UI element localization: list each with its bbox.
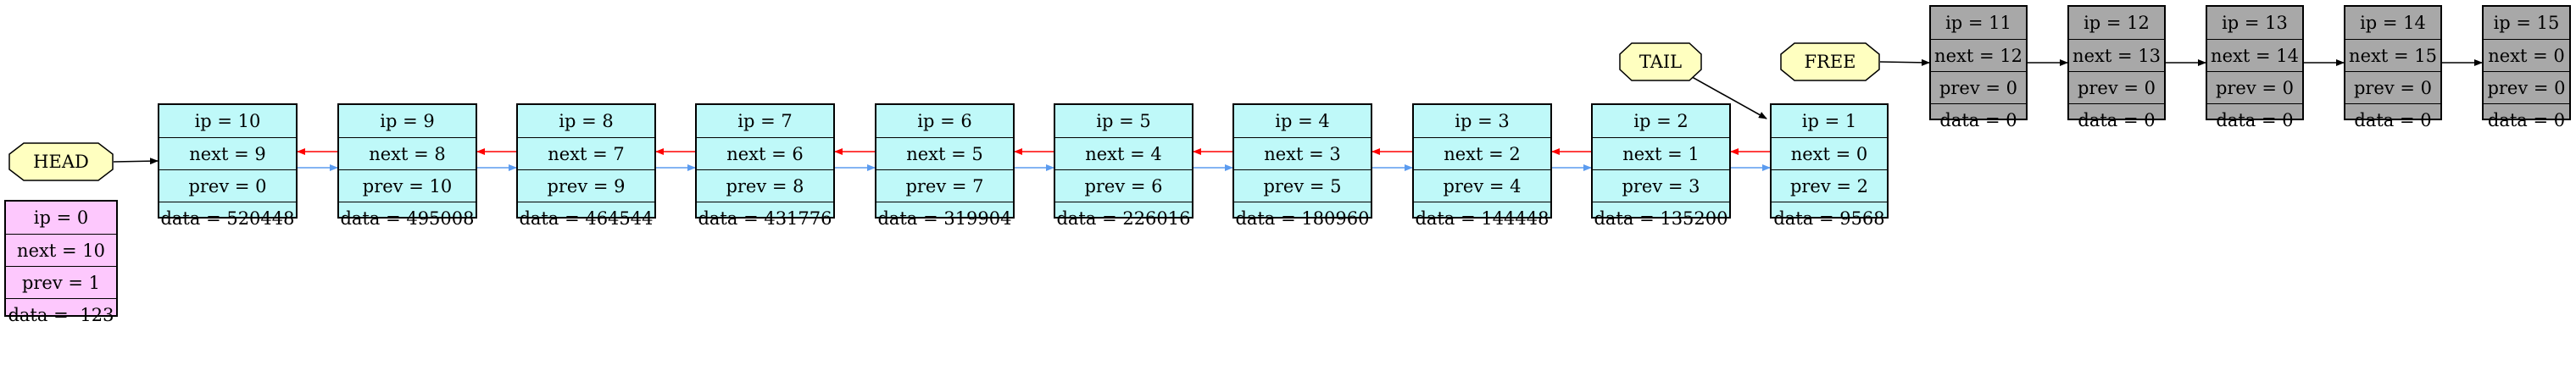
free-node-ip-12: ip = 12 next = 13 prev = 0 data = 0 (2067, 5, 2166, 130)
node-prev-field: prev = 0 (2345, 71, 2440, 103)
node-prev-field: prev = 7 (876, 169, 1013, 202)
list-node-ip-7: ip = 7 next = 6 prev = 8 data = 431776 (695, 103, 835, 229)
node-next-field: next = 5 (876, 137, 1013, 169)
node-prev-field: prev = 4 (1414, 169, 1550, 202)
node-ip-field: ip = 6 (917, 111, 972, 131)
tail-label: TAIL (1619, 42, 1702, 81)
node-next-field: next = 0 (2484, 39, 2569, 71)
null-node-prev: prev = 1 (6, 266, 116, 298)
node-next-field: next = 1 (1593, 137, 1729, 169)
node-ip-field: ip = 8 (559, 111, 614, 131)
node-ip-field: ip = 3 (1455, 111, 1510, 131)
free-node-ip-11: ip = 11 next = 12 prev = 0 data = 0 (1929, 5, 2028, 130)
node-data-field: data = 226016 (1055, 202, 1192, 234)
null-node-data: data = -123 (6, 298, 116, 330)
node-ip-field: ip = 4 (1275, 111, 1330, 131)
tail-octagon-shape (1619, 42, 1702, 81)
node-data-field: data = 135200 (1593, 202, 1729, 234)
head-label-text: HEAD (33, 152, 89, 172)
node-data-field: data = 319904 (876, 202, 1013, 234)
node-ip-field: ip = 5 (1096, 111, 1151, 131)
tail-label-text: TAIL (1639, 52, 1683, 72)
node-ip-field: ip = 1 (1801, 111, 1857, 131)
node-prev-field: prev = 0 (2484, 71, 2569, 103)
node-next-field: next = 9 (159, 137, 296, 169)
free-label: FREE (1780, 42, 1880, 81)
free-pointer-edge (1879, 58, 1930, 66)
list-node-ip-9: ip = 9 next = 8 prev = 10 data = 495008 (337, 103, 477, 229)
node-prev-field: prev = 6 (1055, 169, 1192, 202)
node-prev-field: prev = 0 (2069, 71, 2164, 103)
node-ip-field: ip = 7 (737, 111, 793, 131)
node-data-field: data = 0 (2207, 103, 2302, 136)
head-pointer-edge (113, 158, 159, 165)
node-data-field: data = 0 (2345, 103, 2440, 136)
head-octagon-shape (8, 142, 114, 181)
null-node-ip: ip = 0 (33, 208, 89, 228)
node-data-field: data = 0 (2484, 103, 2569, 136)
free-node-ip-15: ip = 15 next = 0 prev = 0 data = 0 (2482, 5, 2571, 130)
list-node-ip-10: ip = 10 next = 9 prev = 0 data = 520448 (158, 103, 298, 229)
node-next-field: next = 8 (339, 137, 476, 169)
free-octagon-shape (1780, 42, 1880, 81)
head-label: HEAD (8, 142, 114, 181)
list-node-ip-3: ip = 3 next = 2 prev = 4 data = 144448 (1412, 103, 1552, 229)
list-node-ip-4: ip = 4 next = 3 prev = 5 data = 180960 (1232, 103, 1372, 229)
node-data-field: data = 180960 (1234, 202, 1371, 234)
node-data-field: data = 0 (2069, 103, 2164, 136)
node-next-field: next = 0 (1772, 137, 1887, 169)
node-next-field: next = 2 (1414, 137, 1550, 169)
list-node-ip-8: ip = 8 next = 7 prev = 9 data = 464544 (516, 103, 656, 229)
tail-pointer-edge (1686, 74, 1767, 119)
node-ip-field: ip = 14 (2360, 13, 2426, 33)
node-data-field: data = 9568 (1772, 202, 1887, 234)
list-node-ip-1: ip = 1 next = 0 prev = 2 data = 9568 (1770, 103, 1889, 229)
node-ip-field: ip = 12 (2084, 13, 2150, 33)
node-prev-field: prev = 8 (697, 169, 833, 202)
node-prev-field: prev = 2 (1772, 169, 1887, 202)
list-node-ip-5: ip = 5 next = 4 prev = 6 data = 226016 (1054, 103, 1193, 229)
free-node-ip-13: ip = 13 next = 14 prev = 0 data = 0 (2206, 5, 2304, 130)
node-data-field: data = 144448 (1414, 202, 1550, 234)
node-data-field: data = 520448 (159, 202, 296, 234)
node-data-field: data = 495008 (339, 202, 476, 234)
list-node-ip-6: ip = 6 next = 5 prev = 7 data = 319904 (875, 103, 1015, 229)
node-prev-field: prev = 5 (1234, 169, 1371, 202)
node-ip-field: ip = 10 (194, 111, 261, 131)
null-node: ip = 0 next = 10 prev = 1 data = -123 (4, 200, 118, 325)
free-node-ip-14: ip = 14 next = 15 prev = 0 data = 0 (2344, 5, 2442, 130)
node-data-field: data = 0 (1931, 103, 2026, 136)
node-prev-field: prev = 10 (339, 169, 476, 202)
free-label-text: FREE (1804, 52, 1856, 72)
node-next-field: next = 15 (2345, 39, 2440, 71)
node-ip-field: ip = 2 (1633, 111, 1689, 131)
list-node-ip-2: ip = 2 next = 1 prev = 3 data = 135200 (1591, 103, 1731, 229)
node-next-field: next = 3 (1234, 137, 1371, 169)
node-prev-field: prev = 0 (1931, 71, 2026, 103)
node-ip-field: ip = 9 (380, 111, 435, 131)
node-prev-field: prev = 0 (2207, 71, 2302, 103)
node-ip-field: ip = 15 (2493, 13, 2560, 33)
node-ip-field: ip = 11 (1945, 13, 2011, 33)
node-next-field: next = 4 (1055, 137, 1192, 169)
null-node-next: next = 10 (6, 234, 116, 266)
node-data-field: data = 464544 (518, 202, 654, 234)
node-ip-field: ip = 13 (2222, 13, 2288, 33)
node-next-field: next = 12 (1931, 39, 2026, 71)
node-prev-field: prev = 0 (159, 169, 296, 202)
node-next-field: next = 14 (2207, 39, 2302, 71)
node-next-field: next = 6 (697, 137, 833, 169)
node-prev-field: prev = 3 (1593, 169, 1729, 202)
node-next-field: next = 7 (518, 137, 654, 169)
node-data-field: data = 431776 (697, 202, 833, 234)
node-prev-field: prev = 9 (518, 169, 654, 202)
node-next-field: next = 13 (2069, 39, 2164, 71)
